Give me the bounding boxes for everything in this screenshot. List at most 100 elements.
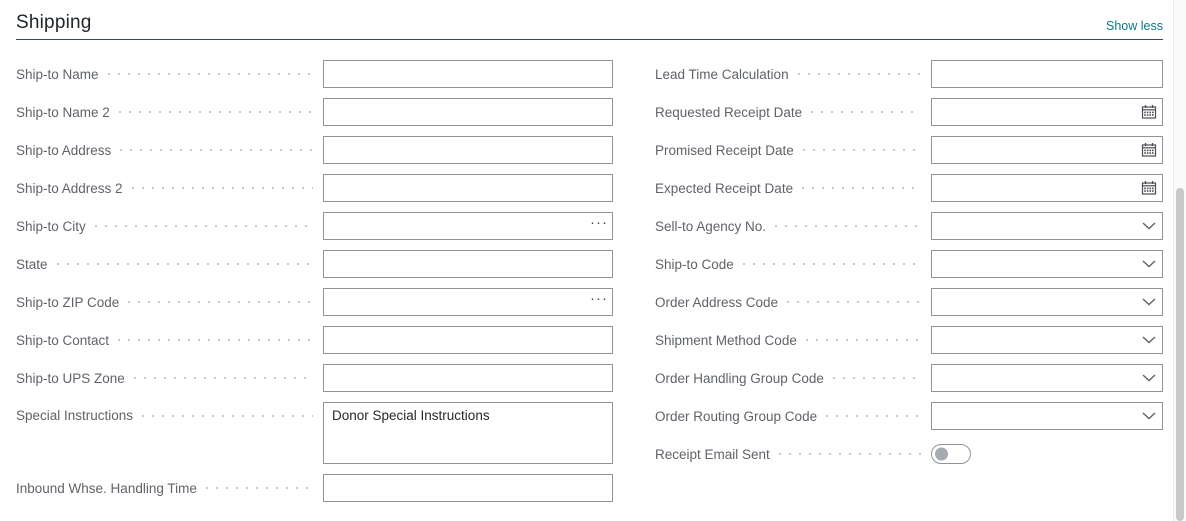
field-row-ship-to-zip-code: Ship-to ZIP Code ··· (16, 288, 613, 316)
field-label-promised-receipt-date: Promised Receipt Date (655, 142, 794, 158)
dotted-leader (118, 111, 313, 113)
dotted-leader (142, 415, 313, 417)
chevron-down-icon[interactable] (1140, 331, 1158, 349)
dotted-leader (133, 377, 313, 379)
field-label-order-handling-group-code: Order Handling Group Code (655, 370, 824, 386)
field-label-ship-to-code: Ship-to Code (655, 256, 734, 272)
dotted-leader (826, 415, 921, 417)
ship-to-ups-zone-input[interactable] (323, 364, 613, 392)
dotted-leader (131, 187, 313, 189)
field-label-ship-to-city: Ship-to City (16, 218, 86, 234)
sell-to-agency-no-combobox[interactable] (931, 212, 1163, 240)
scrollbar-track[interactable] (1173, 0, 1186, 521)
dotted-leader (832, 377, 921, 379)
dotted-leader (120, 149, 313, 151)
dotted-leader (128, 301, 313, 303)
field-row-ship-to-contact: Ship-to Contact (16, 326, 613, 354)
field-row-order-handling-group-code: Order Handling Group Code (655, 364, 1163, 392)
field-row-ship-to-address-2: Ship-to Address 2 (16, 174, 613, 202)
ship-to-address-input[interactable] (323, 136, 613, 164)
field-label-ship-to-zip-code: Ship-to ZIP Code (16, 294, 120, 310)
field-row-shipment-method-code: Shipment Method Code (655, 326, 1163, 354)
field-label-special-instructions: Special Instructions (16, 408, 134, 423)
ship-to-contact-input[interactable] (323, 326, 613, 354)
inbound-whse-handling-time-input[interactable] (323, 474, 613, 502)
calendar-icon[interactable] (1140, 103, 1158, 121)
field-row-receipt-email-sent: Receipt Email Sent (655, 440, 1163, 468)
ellipsis-icon[interactable]: ··· (590, 290, 608, 311)
promised-receipt-date-date-input[interactable] (931, 136, 1163, 164)
field-label-order-address-code: Order Address Code (655, 294, 779, 310)
calendar-icon[interactable] (1140, 179, 1158, 197)
field-label-ship-to-name: Ship-to Name (16, 66, 99, 82)
field-row-special-instructions: Special Instructions (16, 402, 613, 464)
special-instructions-textarea[interactable] (323, 402, 613, 464)
dotted-leader (805, 339, 921, 341)
dotted-leader (802, 149, 921, 151)
order-address-code-combobox[interactable] (931, 288, 1163, 316)
show-less-link[interactable]: Show less (1106, 19, 1163, 33)
dotted-leader (205, 487, 313, 489)
dotted-leader (787, 301, 921, 303)
field-row-inbound-whse-handling-time: Inbound Whse. Handling Time (16, 474, 613, 502)
order-routing-group-code-combobox[interactable] (931, 402, 1163, 430)
field-row-lead-time-calculation: Lead Time Calculation (655, 60, 1163, 88)
field-row-order-routing-group-code: Order Routing Group Code (655, 402, 1163, 430)
ellipsis-glyph: ··· (590, 214, 608, 231)
field-label-ship-to-ups-zone: Ship-to UPS Zone (16, 370, 125, 386)
dotted-leader (742, 263, 921, 265)
field-row-order-address-code: Order Address Code (655, 288, 1163, 316)
chevron-down-icon[interactable] (1140, 217, 1158, 235)
field-label-inbound-whse-handling-time: Inbound Whse. Handling Time (16, 480, 197, 496)
chevron-down-icon[interactable] (1140, 293, 1158, 311)
requested-receipt-date-date-input[interactable] (931, 98, 1163, 126)
shipment-method-code-combobox[interactable] (931, 326, 1163, 354)
chevron-down-icon[interactable] (1140, 255, 1158, 273)
field-label-requested-receipt-date: Requested Receipt Date (655, 104, 803, 120)
field-label-lead-time-calculation: Lead Time Calculation (655, 66, 789, 82)
ship-to-name-2-input[interactable] (323, 98, 613, 126)
dotted-leader (797, 73, 921, 75)
order-handling-group-code-combobox[interactable] (931, 364, 1163, 392)
dotted-leader (56, 263, 313, 265)
field-row-state: State (16, 250, 613, 278)
dotted-leader (811, 111, 921, 113)
field-row-promised-receipt-date: Promised Receipt Date (655, 136, 1163, 164)
ship-to-name-input[interactable] (323, 60, 613, 88)
field-label-shipment-method-code: Shipment Method Code (655, 332, 797, 348)
field-row-ship-to-ups-zone: Ship-to UPS Zone (16, 364, 613, 392)
field-row-ship-to-name: Ship-to Name (16, 60, 613, 88)
field-label-ship-to-address: Ship-to Address (16, 142, 112, 158)
ship-to-city-input[interactable] (323, 212, 613, 240)
field-row-sell-to-agency-no: Sell-to Agency No. (655, 212, 1163, 240)
expected-receipt-date-date-input[interactable] (931, 174, 1163, 202)
scrollbar-thumb[interactable] (1176, 188, 1184, 521)
lead-time-calculation-input[interactable] (931, 60, 1163, 88)
ship-to-zip-code-input[interactable] (323, 288, 613, 316)
calendar-icon[interactable] (1140, 141, 1158, 159)
field-row-expected-receipt-date: Expected Receipt Date (655, 174, 1163, 202)
field-label-state: State (16, 256, 48, 272)
field-row-requested-receipt-date: Requested Receipt Date (655, 98, 1163, 126)
receipt-email-sent-toggle[interactable] (931, 444, 971, 464)
ellipsis-glyph: ··· (590, 290, 608, 307)
ship-to-code-combobox[interactable] (931, 250, 1163, 278)
state-input[interactable] (323, 250, 613, 278)
dotted-leader (778, 453, 921, 455)
ship-to-address-2-input[interactable] (323, 174, 613, 202)
field-label-receipt-email-sent: Receipt Email Sent (655, 446, 770, 462)
ellipsis-icon[interactable]: ··· (590, 214, 608, 235)
chevron-down-icon[interactable] (1140, 407, 1158, 425)
field-row-ship-to-city: Ship-to City ··· (16, 212, 613, 240)
chevron-down-icon[interactable] (1140, 369, 1158, 387)
field-label-ship-to-name-2: Ship-to Name 2 (16, 104, 110, 120)
toggle-knob (935, 447, 948, 461)
section-header: Shipping Show less (16, 0, 1163, 40)
dotted-leader (118, 339, 313, 341)
field-row-ship-to-code: Ship-to Code (655, 250, 1163, 278)
field-row-ship-to-name-2: Ship-to Name 2 (16, 98, 613, 126)
field-label-ship-to-contact: Ship-to Contact (16, 332, 110, 348)
